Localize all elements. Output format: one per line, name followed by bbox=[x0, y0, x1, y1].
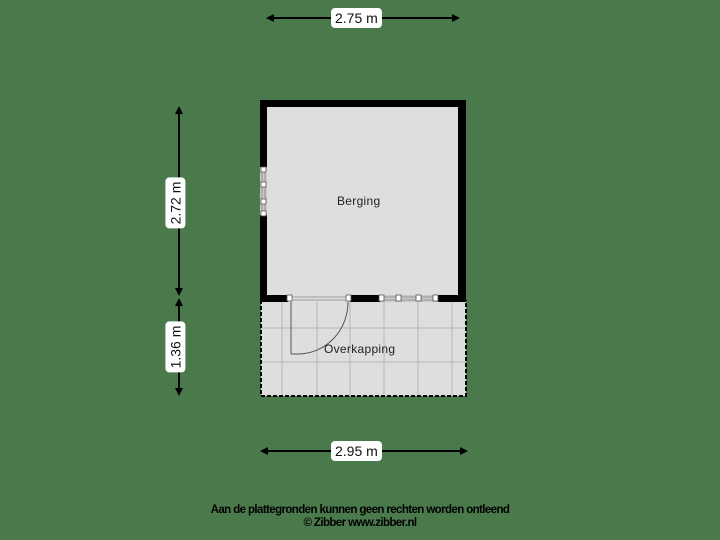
dimension-label-overkapping-height: 1.36 m bbox=[165, 321, 186, 373]
door bbox=[286, 294, 352, 355]
window-left bbox=[260, 166, 267, 217]
room-label-overkapping: Overkapping bbox=[324, 342, 396, 356]
dimension-label-top: 2.75 m bbox=[331, 8, 382, 28]
dimension-label-berging-height: 2.72 m bbox=[165, 177, 186, 229]
berging-room bbox=[260, 100, 466, 302]
disclaimer-text: Aan de plattegronden kunnen geen rechten… bbox=[210, 504, 510, 516]
overkapping-area bbox=[260, 300, 467, 397]
copyright-text: © Zibber www.zibber.nl bbox=[303, 517, 417, 529]
dimension-label-bottom: 2.95 m bbox=[331, 441, 382, 461]
room-label-berging: Berging bbox=[337, 194, 381, 208]
window-bottom bbox=[378, 294, 439, 302]
